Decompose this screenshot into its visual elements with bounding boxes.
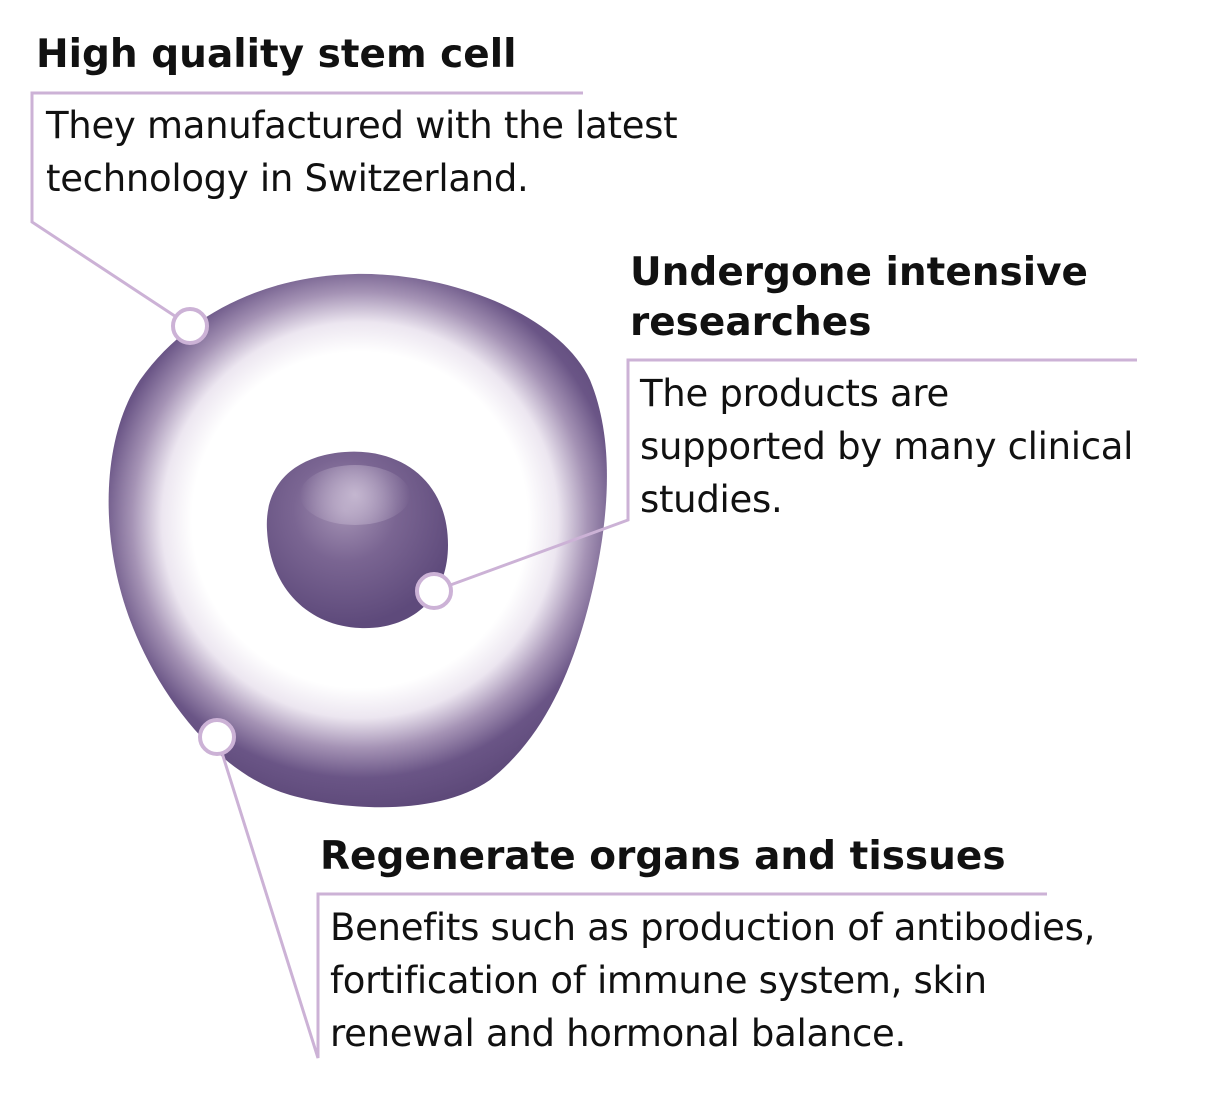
callout-research-body-line-1: The products are: [640, 372, 949, 415]
leader-line-research: [433, 358, 1137, 593]
callout-regenerate-body: Benefits such as production of antibodie…: [330, 901, 1095, 1060]
callout-regenerate-body-line-3: renewal and hormonal balance.: [330, 1012, 906, 1055]
leader-line-regenerate: [215, 736, 1047, 1059]
connector-dot-quality: [171, 307, 209, 345]
callout-quality-body-line-1: They manufactured with the latest: [46, 104, 678, 147]
callout-research-body-line-2: supported by many clinical: [640, 425, 1134, 468]
callout-regenerate-body-line-2: fortification of immune system, skin: [330, 959, 987, 1002]
callout-research-title-line-1: Undergone intensive: [630, 250, 1088, 295]
callout-research-body: The products are supported by many clini…: [640, 367, 1133, 526]
callout-research-title-line-2: researches: [630, 300, 872, 345]
callout-research-title: Undergone intensive researches: [630, 248, 1088, 348]
callout-quality-title: High quality stem cell: [36, 32, 517, 77]
callout-quality-body: They manufactured with the latest techno…: [46, 99, 678, 205]
callout-regenerate-body-line-1: Benefits such as production of antibodie…: [330, 906, 1096, 949]
callout-research-body-line-3: studies.: [640, 478, 783, 521]
callout-regenerate-title: Regenerate organs and tissues: [320, 834, 1006, 879]
connector-dot-regenerate: [198, 718, 236, 756]
nucleus-highlight: [300, 465, 410, 525]
leader-line-quality: [30, 91, 583, 328]
connector-dot-research: [415, 572, 453, 610]
callout-quality-body-line-2: technology in Switzerland.: [46, 157, 529, 200]
